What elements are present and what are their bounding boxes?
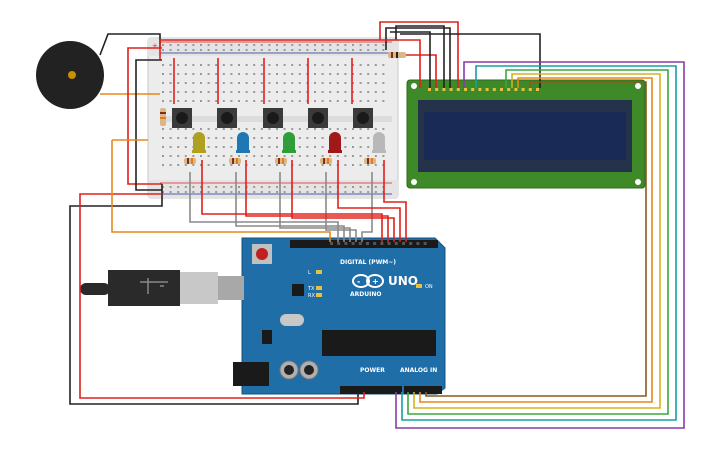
- reset-button[interactable]: [256, 248, 268, 260]
- push-button-5[interactable]: [353, 108, 373, 128]
- lcd-pin: [464, 88, 467, 91]
- resistor-button: [160, 108, 166, 126]
- led-4: [328, 132, 342, 153]
- usb-cable: [80, 270, 244, 306]
- digital-pin: [387, 242, 391, 245]
- push-buttons: [172, 108, 373, 128]
- lcd-pin: [500, 88, 503, 91]
- rx-label: RX: [308, 293, 315, 299]
- crystal: [280, 314, 304, 326]
- lcd-pin: [507, 88, 511, 91]
- digital-pin: [373, 242, 377, 245]
- usb-chip: [292, 284, 304, 296]
- digital-pin: [337, 242, 341, 245]
- lcd-pin: [485, 88, 489, 91]
- lcd-pin: [449, 88, 453, 91]
- digital-pin: [402, 242, 405, 245]
- digital-pin: [394, 242, 398, 245]
- atmega-chip: [322, 330, 436, 356]
- resistor-led-4: [320, 158, 332, 164]
- digital-header: [290, 240, 438, 248]
- resistor-led-5: [364, 158, 376, 164]
- lcd-pin: [528, 88, 532, 91]
- lcd-pin: [514, 88, 518, 91]
- resistor-led-1: [184, 158, 196, 164]
- arduino-logo: - +: [352, 274, 384, 288]
- lcd-pin: [435, 88, 439, 91]
- digital-pin: [358, 242, 362, 245]
- digital-pin: [423, 242, 427, 245]
- power-header-label: POWER: [360, 367, 385, 374]
- push-button-3[interactable]: [263, 108, 283, 128]
- lcd-pin: [442, 88, 446, 91]
- lcd-pin: [521, 88, 525, 91]
- digital-pin: [330, 242, 333, 245]
- tx-label: TX: [307, 286, 315, 292]
- digital-pin: [366, 242, 369, 245]
- piezo-buzzer: [36, 41, 104, 109]
- lcd-pin: [536, 88, 539, 91]
- digital-pin: [351, 242, 355, 245]
- logo-text: ARDUINO: [350, 291, 381, 298]
- svg-text:-: -: [357, 277, 360, 286]
- digital-pin: [380, 242, 384, 245]
- analog-header: [404, 386, 442, 394]
- rail-plus-label: +: [152, 42, 158, 50]
- lcd-pin: [428, 88, 431, 91]
- lcd-pin: [492, 88, 496, 91]
- resistors: [160, 52, 406, 164]
- push-button-2[interactable]: [217, 108, 237, 128]
- svg-text:+: +: [372, 277, 379, 286]
- on-label: ON: [425, 284, 433, 290]
- resistor-led-2: [229, 158, 241, 164]
- model-text: UNO: [388, 274, 418, 288]
- lcd-pin: [478, 88, 482, 91]
- lcd-display: [406, 79, 646, 189]
- digital-pin: [344, 242, 348, 245]
- analog-header-label: ANALOG IN: [400, 367, 437, 374]
- lcd-pin: [456, 88, 460, 91]
- push-button-1[interactable]: [172, 108, 192, 128]
- lcd-pin: [471, 88, 475, 91]
- led-1: [192, 132, 206, 153]
- digital-pin: [416, 242, 420, 245]
- led-3: [282, 132, 296, 153]
- digital-pin: [409, 242, 413, 245]
- push-button-4[interactable]: [308, 108, 328, 128]
- led-l-label: L: [308, 270, 311, 276]
- leds: [192, 132, 386, 153]
- resistor-top: [388, 52, 406, 58]
- arduino-uno: DIGITAL (PWM~) L TX RX - + UNO ARDUINO O…: [233, 237, 446, 395]
- power-jack: [233, 362, 269, 386]
- digital-header-label: DIGITAL (PWM~): [340, 259, 396, 266]
- wires: [69, 21, 685, 429]
- led-2: [236, 132, 250, 153]
- power-header: [340, 386, 402, 394]
- resistor-led-3: [275, 158, 287, 164]
- led-5: [372, 132, 386, 153]
